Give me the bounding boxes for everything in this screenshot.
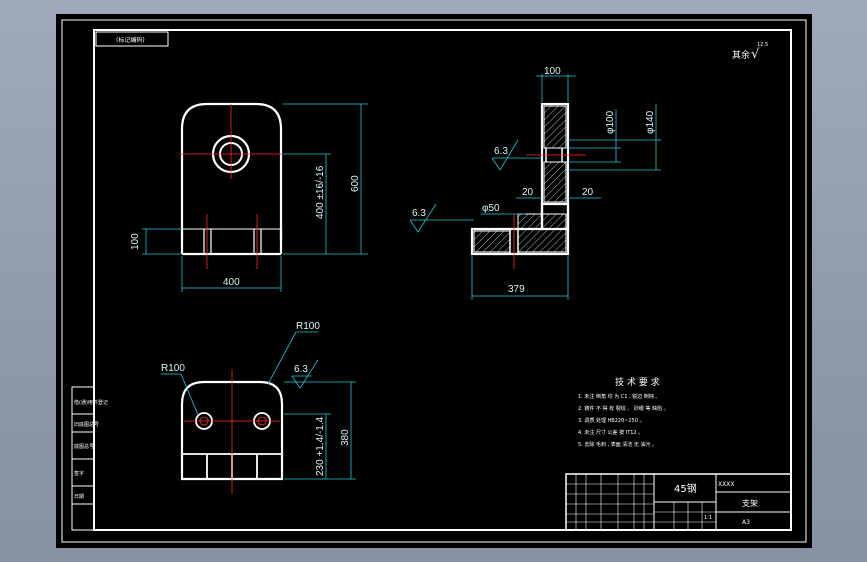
dim-bottom-hole-height: 230 +1.4/-1.4	[315, 416, 326, 476]
top-label: (标记编码)	[116, 36, 145, 44]
dim-side-hole: φ50	[482, 203, 500, 214]
outer-border	[61, 19, 807, 543]
title-block: 45钢 XXXX 支架 A3 1:1	[565, 473, 792, 531]
bottom-view: 380 230 +1.4/-1.4 R100 R100 6.3	[161, 321, 356, 494]
dim-front-width: 400	[223, 277, 240, 288]
rough-side-1: 6.3	[494, 146, 508, 157]
tech-requirements: 技 术 要 求 1. 未注 倒角 均 为 C1 , 锐边 倒钝 。 2. 铸件 …	[578, 376, 669, 448]
roughness-value: 12.5	[757, 42, 768, 48]
roughness-symbol: √	[751, 47, 760, 62]
left-strip-5: 日期	[74, 494, 84, 500]
tech-req-1: 1. 未注 倒角 均 为 C1 , 锐边 倒钝 。	[578, 393, 660, 400]
roughness-note: 其余 √ 12.5	[732, 42, 768, 62]
left-strip-1: 借(通)用件登记	[74, 399, 108, 406]
dim-hole-height: 400 ±16/-16	[315, 165, 326, 219]
dim-side-length: 379	[508, 284, 525, 295]
left-strip-3: 底图总号	[74, 443, 94, 450]
roughness-label: 其余	[732, 49, 750, 61]
dim-base-height: 100	[130, 233, 141, 250]
dim-side-dia-inner: φ100	[605, 110, 616, 134]
title-name: 支架	[742, 498, 758, 508]
rough-side-2: 6.3	[412, 208, 426, 219]
dim-radius-left: R100	[161, 363, 185, 374]
tech-req-2: 2. 铸件 不 得 有 裂纹 、 砂眼 等 缺陷 。	[578, 405, 669, 412]
inner-frame	[93, 29, 792, 531]
dim-side-dia-outer: φ140	[645, 110, 656, 134]
dim-radius-top: R100	[296, 321, 320, 332]
top-label-box: (标记编码)	[95, 31, 169, 47]
dim-front-height: 600	[350, 175, 361, 192]
tech-req-title: 技 术 要 求	[615, 376, 660, 388]
dim-bottom-height: 380	[340, 429, 351, 446]
dim-side-top: 100	[544, 66, 561, 77]
title-code: XXXX	[718, 481, 734, 488]
rough-bottom: 6.3	[294, 364, 308, 375]
dim-side-gap-left: 20	[522, 187, 534, 198]
tech-req-3: 3. 调质 处理 HB220~250 。	[578, 417, 645, 424]
tech-req-5: 5. 去除 毛刺 , 表面 清洁 无 油污 。	[578, 441, 657, 448]
title-sheet: A3	[742, 519, 750, 526]
left-strip: 借(通)用件登记 旧底图总号 底图总号 签字 日期	[71, 386, 108, 531]
dim-side-gap-right: 20	[582, 187, 594, 198]
tech-req-4: 4. 未注 尺寸 公差 按 IT12 。	[578, 429, 643, 436]
cad-drawing: (标记编码) 其余 √ 12.5 借(通)用件登记 旧底图总号 底图总号 签字 …	[61, 19, 807, 543]
title-material: 45钢	[674, 482, 697, 495]
left-strip-4: 签字	[74, 470, 84, 477]
side-view: 100 φ100 φ140 20 20 φ50 379 6.3 6.3	[409, 66, 661, 300]
title-scale: 1:1	[704, 515, 712, 521]
drawing-canvas: (标记编码) 其余 √ 12.5 借(通)用件登记 旧底图总号 底图总号 签字 …	[56, 14, 812, 548]
left-strip-2: 旧底图总号	[74, 421, 99, 428]
front-view: 400 600 400 ±16/-16 100	[130, 102, 368, 292]
